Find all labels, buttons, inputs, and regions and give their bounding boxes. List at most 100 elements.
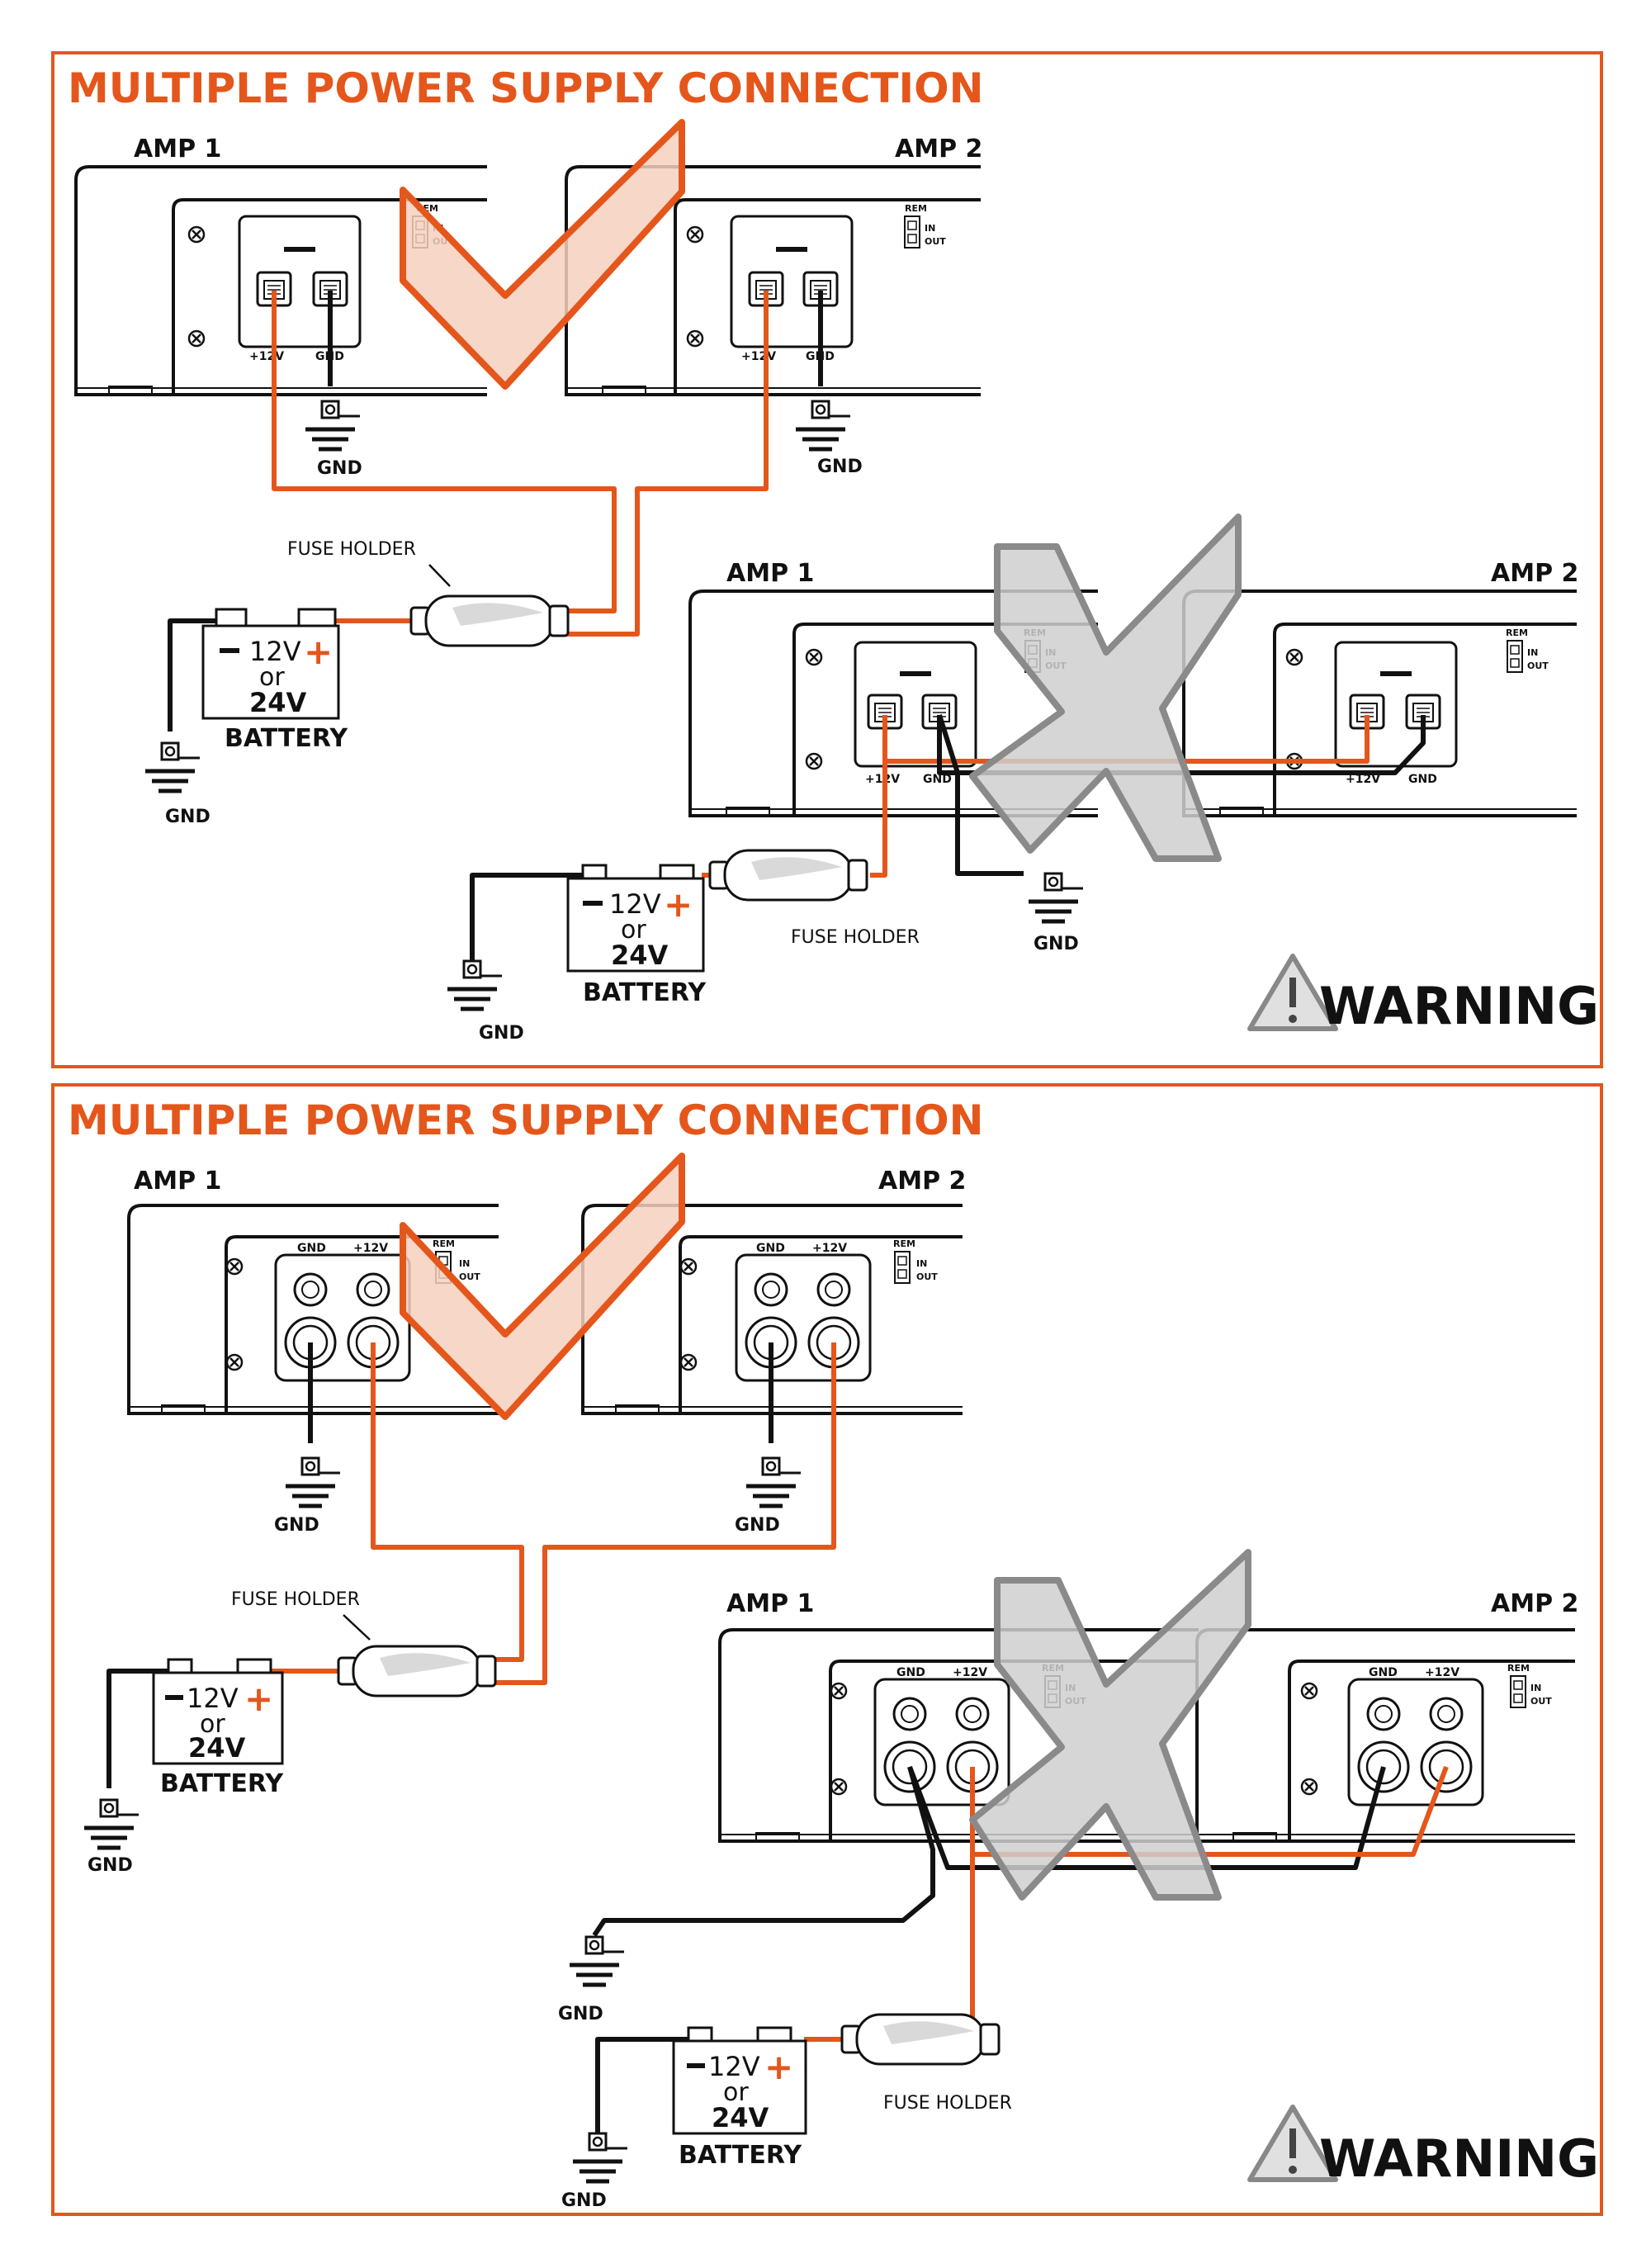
svg-text:BATTERY: BATTERY — [583, 978, 707, 1007]
svg-text:12V: 12V — [609, 888, 661, 920]
p1-w2-pos-label: +12V — [1346, 773, 1380, 786]
panel-1-title: MULTIPLE POWER SUPPLY CONNECTION — [68, 64, 983, 112]
svg-text:FUSE HOLDER: FUSE HOLDER — [287, 539, 416, 560]
svg-text:REM: REM — [433, 1238, 455, 1249]
svg-text:+: + — [304, 632, 333, 672]
svg-text:or: or — [259, 663, 285, 692]
panel-1: MULTIPLE POWER SUPPLY CONNECTION +12V GN… — [51, 51, 1603, 1068]
p1-wrong-amp2: +12V GND REM IN OUT — [1182, 589, 1577, 817]
p2-wrong-amp2-label: AMP 2 — [1491, 1589, 1578, 1618]
p2-w1-gnd-label: GND — [896, 1666, 925, 1679]
p2-w-gnd-text: GND — [558, 2004, 603, 2024]
svg-text:IN: IN — [1527, 647, 1538, 658]
panel-2-title: MULTIPLE POWER SUPPLY CONNECTION — [68, 1096, 983, 1144]
p2-bat-gnd-text: GND — [88, 1855, 133, 1876]
p1-wbat-gnd-text: GND — [479, 1023, 524, 1044]
ground-symbol-icon — [286, 1458, 340, 1506]
p1-w-gnd-text: GND — [1034, 934, 1079, 954]
p1-correct-amp2: +12V GND REM IN OUT — [565, 165, 981, 396]
p2-c1-gnd-text: GND — [274, 1515, 319, 1536]
svg-text:24V: 24V — [249, 687, 307, 718]
svg-text:OUT: OUT — [916, 1271, 938, 1282]
check-mark-icon — [400, 119, 685, 390]
ground-symbol-icon — [573, 2133, 627, 2181]
ground-symbol-icon — [1029, 874, 1083, 921]
p2-wrong-battery: 12V + or 24V BATTERY — [672, 2026, 807, 2170]
p2-correct-amp2-label: AMP 2 — [878, 1167, 966, 1196]
svg-text:BATTERY: BATTERY — [679, 2141, 802, 2170]
cross-mark-icon — [969, 1549, 1251, 1901]
svg-text:FUSE HOLDER: FUSE HOLDER — [883, 2093, 1012, 2114]
svg-text:12V: 12V — [249, 636, 301, 667]
p2-correct-amp1-label: AMP 1 — [134, 1167, 221, 1196]
p1-wrong-amp1-label: AMP 1 — [726, 559, 814, 588]
p2-wrong-fuse-holder: FUSE HOLDER — [840, 2013, 1012, 2114]
p2-c1-pos-label: +12V — [353, 1242, 388, 1255]
p1-w1-gnd-label: GND — [923, 773, 952, 786]
p2-w2-pos-label: +12V — [1425, 1666, 1459, 1679]
p2-correct-battery: 12V + or 24V BATTERY — [152, 1658, 284, 1798]
p1-c1-pos-label: +12V — [249, 350, 284, 363]
check-mark-icon — [400, 1153, 685, 1420]
ground-symbol-icon — [305, 401, 360, 449]
svg-text:IN: IN — [925, 223, 935, 234]
svg-text:FUSE HOLDER: FUSE HOLDER — [791, 927, 920, 948]
svg-text:BATTERY: BATTERY — [225, 724, 348, 753]
p1-c1-gnd-text: GND — [317, 458, 362, 479]
p2-wrong-amp1-label: AMP 1 — [726, 1589, 814, 1618]
ground-symbol-icon — [796, 401, 850, 449]
warning-triangle-icon — [1247, 954, 1338, 1031]
ground-symbol-icon — [447, 961, 502, 1009]
ground-symbol-icon — [570, 1937, 624, 1985]
svg-text:24V: 24V — [712, 2102, 769, 2133]
svg-text:WARNING: WARNING — [1319, 976, 1599, 1036]
p1-correct-battery: 12V + or 24V BATTERY — [201, 608, 348, 753]
svg-text:24V: 24V — [611, 940, 669, 971]
rem-connector: REM IN OUT — [1506, 627, 1549, 673]
svg-text:OUT: OUT — [459, 1271, 480, 1282]
cross-mark-icon — [969, 514, 1242, 862]
svg-text:+: + — [664, 884, 693, 925]
svg-text:REM: REM — [905, 203, 927, 214]
p2-correct-wiring — [106, 1342, 836, 1788]
p2-c2-gnd-text: GND — [735, 1515, 780, 1536]
p2-wrong-amp2: GND +12V REM IN OUT — [1195, 1628, 1575, 1843]
p1-c2-pos-label: +12V — [741, 350, 776, 363]
svg-text:FUSE HOLDER: FUSE HOLDER — [231, 1589, 360, 1610]
p1-correct-amp1-label: AMP 1 — [134, 135, 221, 163]
svg-text:+: + — [764, 2047, 793, 2087]
rem-connector: REM IN OUT — [433, 1238, 480, 1284]
p1-correct-fuse-holder: FUSE HOLDER — [287, 539, 570, 647]
svg-text:IN: IN — [916, 1258, 927, 1269]
svg-text:REM: REM — [893, 1238, 915, 1249]
svg-text:IN: IN — [459, 1258, 470, 1269]
svg-text:24V: 24V — [188, 1732, 246, 1764]
p1-c2-gnd-text: GND — [817, 457, 863, 477]
svg-text:OUT: OUT — [925, 236, 946, 247]
panel-2-frame — [51, 1083, 1603, 2216]
p2-wbat-gnd-text: GND — [561, 2190, 607, 2211]
svg-text:WARNING: WARNING — [1319, 2128, 1599, 2189]
svg-text:+: + — [244, 1679, 273, 1719]
p1-w2-gnd-label: GND — [1408, 773, 1437, 786]
p2-c1-gnd-label: GND — [297, 1242, 326, 1255]
p2-c2-pos-label: +12V — [812, 1242, 847, 1255]
p2-correct-fuse-holder: FUSE HOLDER — [231, 1589, 497, 1697]
p2-w1-pos-label: +12V — [953, 1666, 987, 1679]
rem-connector: REM IN OUT — [893, 1238, 938, 1284]
svg-text:12V: 12V — [187, 1683, 239, 1714]
svg-text:12V: 12V — [708, 2051, 760, 2082]
rem-connector: REM IN OUT — [1507, 1663, 1552, 1708]
svg-text:REM: REM — [1506, 627, 1528, 638]
svg-text:REM: REM — [1507, 1663, 1530, 1674]
ground-symbol-icon — [746, 1458, 801, 1506]
ground-symbol-icon — [145, 743, 200, 791]
p2-w2-gnd-label: GND — [1369, 1666, 1398, 1679]
p1-warning: WARNING — [1247, 954, 1599, 1036]
p1-wrong-amp2-label: AMP 2 — [1491, 559, 1578, 588]
svg-text:or: or — [723, 2078, 749, 2107]
p2-c2-gnd-label: GND — [756, 1242, 785, 1255]
svg-text:OUT: OUT — [1530, 1696, 1552, 1707]
p1-correct-amp2-label: AMP 2 — [895, 135, 982, 163]
